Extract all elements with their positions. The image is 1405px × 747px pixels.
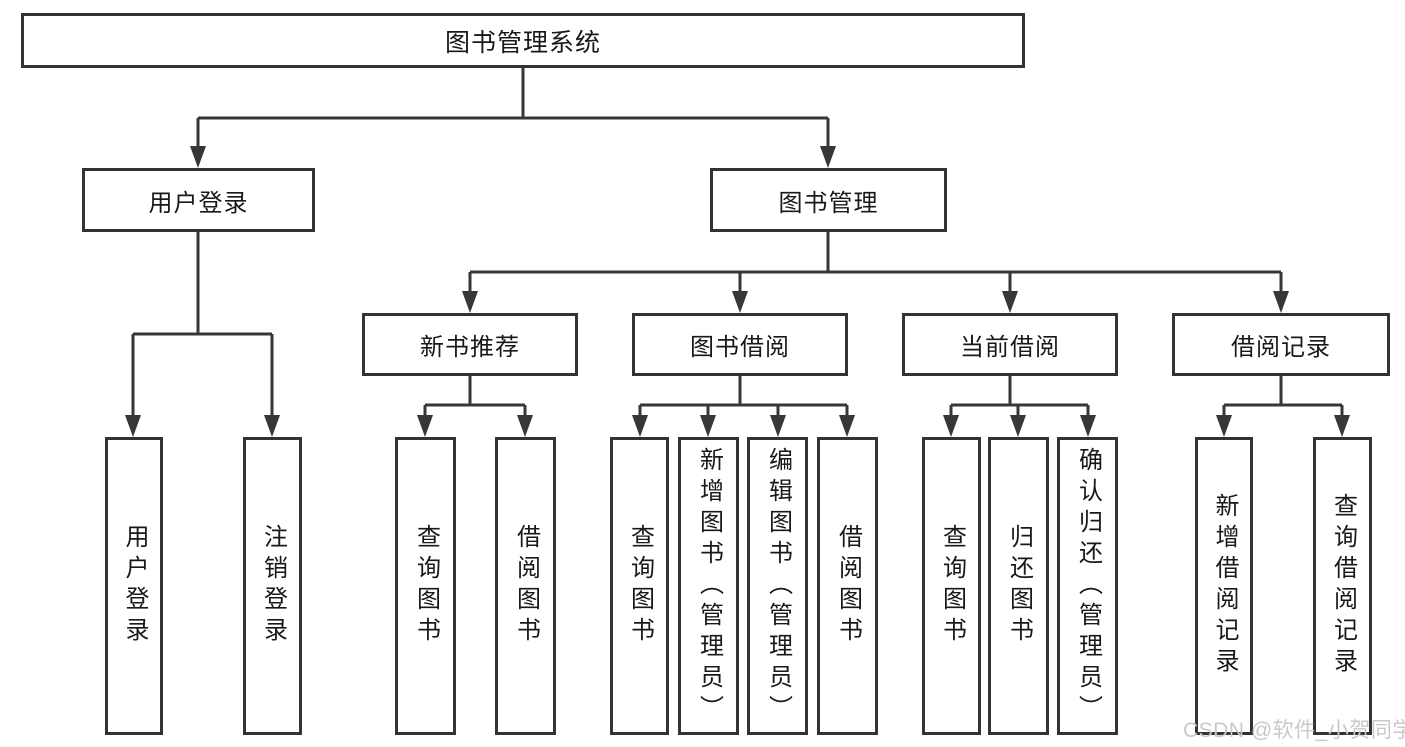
node-book-borrowing-label: 图书借阅 xyxy=(690,334,790,361)
leaf-logout: 注销登录 xyxy=(243,437,302,735)
leaf-borrow-books-2-label: 借阅图书 xyxy=(834,524,862,648)
node-new-book-recommend: 新书推荐 xyxy=(362,313,578,376)
leaf-edit-book-admin: 编辑图书（管理员） xyxy=(747,437,808,735)
watermark: CSDN @软件_小贺同学 xyxy=(1183,719,1405,742)
node-book-management-label: 图书管理 xyxy=(778,189,879,217)
leaf-confirm-return-admin-label: 确认归还（管理员） xyxy=(1074,446,1102,726)
leaf-query-books-1: 查询图书 xyxy=(395,437,456,735)
leaf-borrow-books-1-label: 借阅图书 xyxy=(512,524,540,648)
leaf-borrow-books-1: 借阅图书 xyxy=(495,437,556,735)
leaf-add-book-admin: 新增图书（管理员） xyxy=(678,437,739,735)
leaf-add-book-admin-label: 新增图书（管理员） xyxy=(695,446,723,726)
node-root-label: 图书管理系统 xyxy=(444,28,601,57)
leaf-user-login-label: 用户登录 xyxy=(121,524,148,648)
node-book-management: 图书管理 xyxy=(710,168,947,232)
node-new-book-recommend-label: 新书推荐 xyxy=(420,334,520,361)
leaf-query-books-2: 查询图书 xyxy=(610,437,669,735)
node-root: 图书管理系统 xyxy=(21,13,1025,68)
node-current-borrowing: 当前借阅 xyxy=(902,313,1118,376)
connector-current-borrowing-family xyxy=(943,376,1096,437)
leaf-user-login: 用户登录 xyxy=(105,437,163,735)
node-user-login: 用户登录 xyxy=(82,168,315,232)
leaf-query-books-3: 查询图书 xyxy=(922,437,981,735)
node-book-borrowing: 图书借阅 xyxy=(632,313,848,376)
leaf-return-book: 归还图书 xyxy=(988,437,1049,735)
leaf-confirm-return-admin: 确认归还（管理员） xyxy=(1057,437,1118,735)
node-current-borrowing-label: 当前借阅 xyxy=(960,334,1060,361)
node-user-login-label: 用户登录 xyxy=(148,189,249,217)
connector-book-borrowing-family xyxy=(632,376,855,437)
leaf-query-books-3-label: 查询图书 xyxy=(938,524,966,648)
leaf-add-borrow-record: 新增借阅记录 xyxy=(1195,437,1253,735)
leaf-query-books-1-label: 查询图书 xyxy=(412,524,440,648)
leaf-logout-label: 注销登录 xyxy=(259,524,287,648)
leaf-query-borrow-record: 查询借阅记录 xyxy=(1313,437,1372,735)
connector-borrowing-records-family xyxy=(1216,376,1350,437)
connector-user-login-family xyxy=(125,232,280,437)
leaf-add-borrow-record-label: 新增借阅记录 xyxy=(1211,493,1238,679)
connector-root-family xyxy=(190,68,836,168)
leaf-query-books-2-label: 查询图书 xyxy=(626,524,654,648)
node-borrowing-records-label: 借阅记录 xyxy=(1231,334,1331,361)
leaf-edit-book-admin-label: 编辑图书（管理员） xyxy=(764,446,792,726)
leaf-borrow-books-2: 借阅图书 xyxy=(817,437,878,735)
connector-new-book-recommend-family xyxy=(417,376,533,437)
node-borrowing-records: 借阅记录 xyxy=(1172,313,1390,376)
connector-book-management-family xyxy=(462,232,1289,313)
leaf-query-borrow-record-label: 查询借阅记录 xyxy=(1329,493,1357,679)
leaf-return-book-label: 归还图书 xyxy=(1005,524,1033,648)
